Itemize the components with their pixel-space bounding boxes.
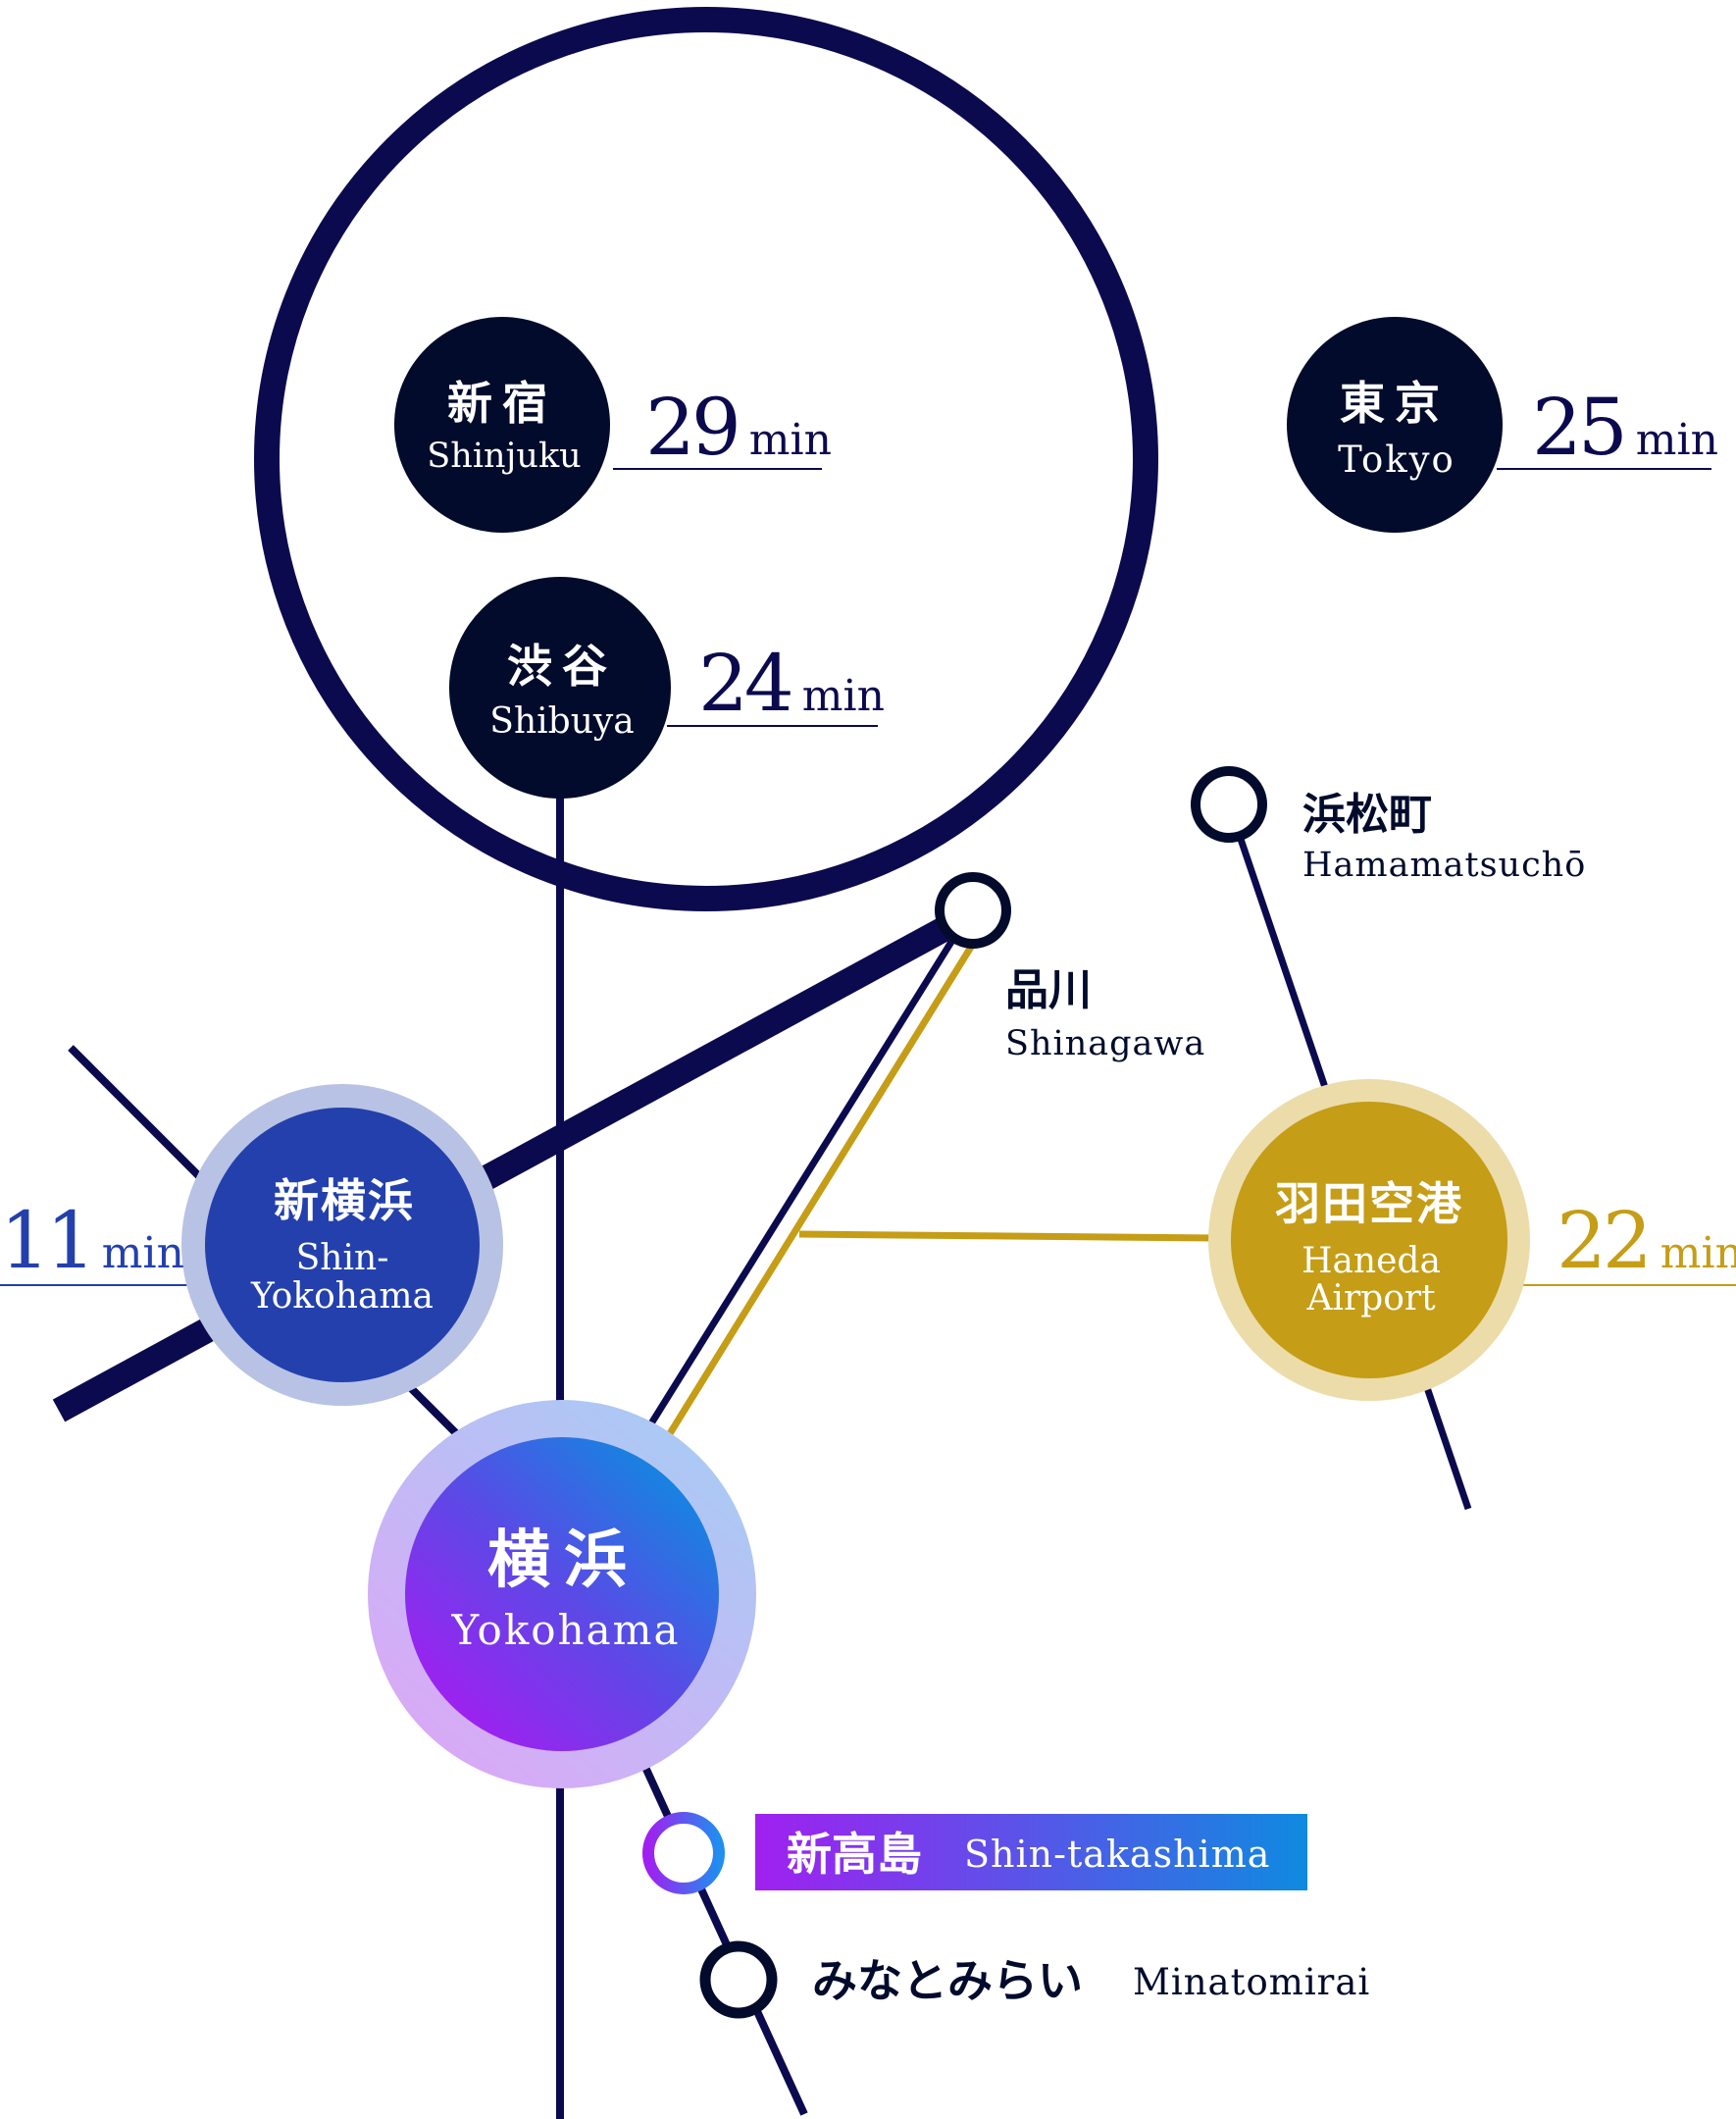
station-hamamatsucho-en: Hamamatsuchō bbox=[1302, 846, 1586, 885]
station-tokyo-en: Tokyo bbox=[1338, 439, 1455, 481]
station-haneda-en-line1: Haneda bbox=[1302, 1241, 1441, 1281]
station-shin-takashima-banner bbox=[755, 1814, 1307, 1890]
station-haneda-en-line2: Airport bbox=[1305, 1278, 1436, 1318]
station-shin-yokohama[interactable]: 新横浜 Shin- Yokohama bbox=[181, 1084, 503, 1406]
station-shin-yokohama-marker bbox=[205, 1108, 480, 1382]
time-haneda-unit: min bbox=[1660, 1228, 1736, 1278]
time-haneda-value: 22 bbox=[1557, 1195, 1649, 1286]
station-hamamatsucho-jp: 浜松町 bbox=[1302, 790, 1432, 840]
time-shibuya-unit: min bbox=[802, 671, 885, 721]
station-yokohama-jp: 横浜 bbox=[487, 1525, 640, 1597]
station-shibuya-en: Shibuya bbox=[489, 701, 634, 742]
station-minatomirai[interactable]: みなとみらい Minatomirai bbox=[699, 1940, 1370, 2019]
keikyu-line bbox=[631, 932, 959, 1454]
station-shin-takashima-en: Shin-takashima bbox=[964, 1833, 1270, 1876]
station-shinagawa-jp: 品川 bbox=[1005, 965, 1092, 1015]
station-shinjuku[interactable]: 新宿 Shinjuku bbox=[394, 317, 610, 533]
station-minatomirai-en: Minatomirai bbox=[1133, 1961, 1370, 2003]
station-shin-takashima[interactable]: 新高島 Shin-takashima bbox=[642, 1812, 1307, 1894]
time-tokyo-value: 25 bbox=[1532, 382, 1624, 473]
station-shibuya-marker bbox=[449, 577, 671, 799]
station-hamamatsucho-marker bbox=[1191, 766, 1267, 843]
time-shin-yokohama-unit: min bbox=[102, 1228, 184, 1278]
station-shin-takashima-jp: 新高島 bbox=[787, 1828, 922, 1881]
time-shibuya-value: 24 bbox=[698, 638, 791, 729]
station-haneda-jp: 羽田空港 bbox=[1275, 1177, 1463, 1230]
station-tokyo-marker bbox=[1287, 317, 1503, 533]
rail-lines bbox=[52, 7, 1472, 2119]
station-tokyo-jp: 東京 bbox=[1340, 377, 1450, 430]
yamanote-loop-line bbox=[254, 7, 1158, 911]
time-shinjuku-value: 29 bbox=[645, 382, 738, 473]
station-hamamatsucho[interactable]: 浜松町 Hamamatsuchō bbox=[1191, 766, 1586, 885]
station-shinjuku-marker bbox=[394, 317, 610, 533]
station-shinagawa-en: Shinagawa bbox=[1005, 1024, 1205, 1063]
station-shinagawa-marker bbox=[935, 872, 1011, 949]
station-shibuya-jp: 渋谷 bbox=[507, 640, 617, 693]
time-shin-yokohama-value: 11 bbox=[0, 1195, 92, 1286]
station-haneda-airport[interactable]: 羽田空港 Haneda Airport bbox=[1208, 1079, 1530, 1401]
station-shibuya[interactable]: 渋谷 Shibuya bbox=[449, 577, 671, 799]
station-yokohama[interactable]: 横浜 Yokohama bbox=[368, 1400, 756, 1788]
station-yokohama-en: Yokohama bbox=[450, 1606, 680, 1654]
time-shinjuku-unit: min bbox=[749, 415, 832, 465]
station-shin-yokohama-en-line1: Shin- bbox=[296, 1238, 389, 1278]
airport-branch-line bbox=[798, 1230, 1217, 1242]
time-underlines bbox=[0, 468, 1736, 1286]
airport-line bbox=[648, 942, 976, 1466]
time-tokyo-unit: min bbox=[1636, 415, 1718, 465]
station-haneda-marker bbox=[1231, 1102, 1507, 1378]
station-shin-yokohama-en-line2: Yokohama bbox=[250, 1276, 434, 1317]
station-yokohama-marker bbox=[405, 1437, 719, 1751]
station-shin-yokohama-jp: 新横浜 bbox=[274, 1174, 415, 1227]
station-shinjuku-jp: 新宿 bbox=[447, 377, 557, 430]
station-shinagawa[interactable]: 品川 Shinagawa bbox=[935, 872, 1205, 1063]
station-tokyo[interactable]: 東京 Tokyo bbox=[1287, 317, 1503, 533]
station-minatomirai-marker bbox=[699, 1940, 778, 2019]
station-shinjuku-en: Shinjuku bbox=[427, 437, 581, 476]
station-shin-takashima-marker bbox=[642, 1812, 725, 1894]
minatomirai-line bbox=[624, 1727, 808, 2116]
station-minatomirai-jp: みなとみらい bbox=[812, 1954, 1083, 2007]
